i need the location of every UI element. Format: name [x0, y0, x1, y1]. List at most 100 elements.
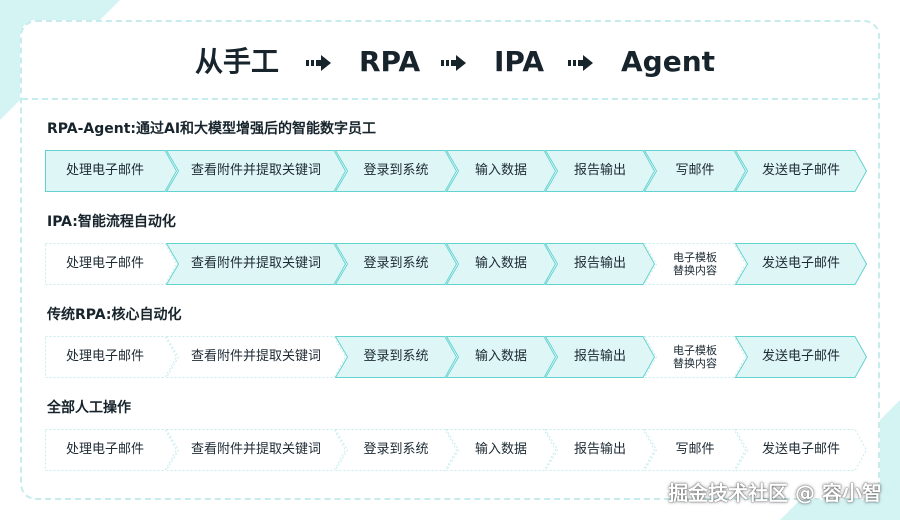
chevron-shape: [643, 243, 747, 285]
flow-step-label: 登录到系统: [363, 442, 429, 457]
chevron-shape: [734, 429, 868, 471]
title-item-manual: 从手工: [195, 45, 280, 78]
flow-step-label: 发送电子邮件: [761, 442, 840, 457]
title-item-ipa: IPA: [494, 45, 545, 78]
flow-step-input-data: 输入数据: [445, 336, 557, 378]
chevron-shape: [165, 243, 347, 285]
chevron-shape: [445, 150, 557, 192]
title-arrow-icon: [441, 54, 467, 72]
flow-step-label: 查看附件并提取关键词: [190, 163, 321, 178]
watermark: 掘金技术社区 @ 容小智: [668, 481, 882, 505]
flow-step-label: 输入数据: [474, 442, 527, 457]
row-label-manual: 全部人工操作: [47, 400, 131, 416]
flow-step-label: 发送电子邮件: [761, 256, 840, 271]
flow-step-view-attachment: 查看附件并提取关键词: [165, 429, 347, 471]
flow-step-label: 发送电子邮件: [761, 349, 840, 364]
flow-step-label: 输入数据: [474, 163, 527, 178]
flow-row-traditional-rpa: 处理电子邮件 查看附件并提取关键词 登录到系统 输入数据 报告输出 电子模板替换内容 发送电…: [45, 336, 868, 378]
chevron-shape: [734, 150, 868, 192]
flow-step-process-email: 处理电子邮件: [45, 336, 178, 378]
flow-step-view-attachment: 查看附件并提取关键词: [165, 150, 347, 192]
chevron-shape: [445, 243, 557, 285]
flow-step-label: 查看附件并提取关键词: [190, 442, 321, 457]
flow-step-label: 报告输出: [573, 349, 626, 364]
flow-step-label: 登录到系统: [363, 256, 429, 271]
flow-step-label: 处理电子邮件: [65, 256, 144, 271]
chevron-shape: [165, 150, 347, 192]
flow-step-report-output: 报告输出: [544, 429, 656, 471]
chevron-shape: [445, 336, 557, 378]
flow-row-rpa-agent: 处理电子邮件 查看附件并提取关键词 登录到系统 输入数据 报告输出 写邮件 发送电子邮件: [45, 150, 868, 192]
flow-step-label: 写邮件: [675, 163, 715, 178]
flow-step-login-system: 登录到系统: [334, 150, 458, 192]
flow-step-label: 处理电子邮件: [65, 163, 144, 178]
flow-step-label: 发送电子邮件: [761, 163, 840, 178]
flow-step-send-email: 发送电子邮件: [734, 429, 868, 471]
chevron-shape: [165, 336, 347, 378]
flow-step-label: 登录到系统: [363, 349, 429, 364]
flow-step-login-system: 登录到系统: [334, 243, 458, 285]
flow-row-ipa: 处理电子邮件 查看附件并提取关键词 登录到系统 输入数据 报告输出 电子模板替换内容 发送电…: [45, 243, 868, 285]
flow-step-write-or-template: 电子模板替换内容: [643, 336, 747, 378]
chevron-shape: [544, 429, 656, 471]
row-label-traditional-rpa: 传统RPA:核心自动化: [47, 307, 182, 323]
chevron-shape: [643, 429, 747, 471]
chevron-shape: [544, 243, 656, 285]
chevron-shape: [45, 336, 178, 378]
chevron-shape: [45, 429, 178, 471]
diagram-card: 从手工 RPA IPA Agent RPA-Agent:通过AI和大模型增强后的…: [20, 20, 880, 500]
flow-step-login-system: 登录到系统: [334, 429, 458, 471]
flow-step-write-or-template: 写邮件: [643, 429, 747, 471]
flow-step-input-data: 输入数据: [445, 150, 557, 192]
flow-step-label: 报告输出: [573, 256, 626, 271]
flow-step-process-email: 处理电子邮件: [45, 243, 178, 285]
chevron-shape: [165, 429, 347, 471]
chevron-shape: [334, 150, 458, 192]
flow-step-write-or-template: 写邮件: [643, 150, 747, 192]
flow-step-input-data: 输入数据: [445, 429, 557, 471]
flow-step-label: 电子模板替换内容: [673, 344, 717, 370]
flow-step-label: 输入数据: [474, 349, 527, 364]
flow-step-label: 处理电子邮件: [65, 442, 144, 457]
flow-step-label: 处理电子邮件: [65, 349, 144, 364]
title-item-agent: Agent: [621, 45, 716, 78]
flow-step-send-email: 发送电子邮件: [734, 336, 868, 378]
flow-step-label: 电子模板替换内容: [673, 251, 717, 277]
flow-step-label: 登录到系统: [363, 163, 429, 178]
flow-step-report-output: 报告输出: [544, 150, 656, 192]
flow-step-label: 报告输出: [573, 442, 626, 457]
chevron-shape: [643, 150, 747, 192]
flow-step-label: 写邮件: [675, 442, 715, 457]
flow-step-report-output: 报告输出: [544, 243, 656, 285]
flow-step-send-email: 发送电子邮件: [734, 150, 868, 192]
chevron-shape: [45, 150, 178, 192]
flow-row-manual: 处理电子邮件 查看附件并提取关键词 登录到系统 输入数据 报告输出 写邮件 发送电子邮件: [45, 429, 868, 471]
flow-step-label: 报告输出: [573, 163, 626, 178]
row-label-rpa-agent: RPA-Agent:通过AI和大模型增强后的智能数字员工: [47, 121, 377, 137]
diagram-header: 从手工 RPA IPA Agent: [22, 22, 878, 100]
title-arrow-icon: [306, 54, 332, 72]
chevron-shape: [734, 336, 868, 378]
chevron-shape: [334, 429, 458, 471]
flow-step-write-or-template: 电子模板替换内容: [643, 243, 747, 285]
row-label-ipa: IPA:智能流程自动化: [47, 214, 176, 230]
chevron-shape: [45, 243, 178, 285]
chevron-shape: [334, 243, 458, 285]
chevron-shape: [544, 150, 656, 192]
flow-step-input-data: 输入数据: [445, 243, 557, 285]
flow-step-label: 输入数据: [474, 256, 527, 271]
flow-step-view-attachment: 查看附件并提取关键词: [165, 336, 347, 378]
flow-step-process-email: 处理电子邮件: [45, 429, 178, 471]
chevron-shape: [334, 336, 458, 378]
chevron-shape: [445, 429, 557, 471]
title-item-rpa: RPA: [359, 45, 421, 78]
flow-step-label: 查看附件并提取关键词: [190, 349, 321, 364]
flow-step-view-attachment: 查看附件并提取关键词: [165, 243, 347, 285]
title-arrow-icon: [568, 54, 594, 72]
flow-step-report-output: 报告输出: [544, 336, 656, 378]
flow-step-send-email: 发送电子邮件: [734, 243, 868, 285]
flow-step-login-system: 登录到系统: [334, 336, 458, 378]
chevron-shape: [544, 336, 656, 378]
flow-step-process-email: 处理电子邮件: [45, 150, 178, 192]
chevron-shape: [643, 336, 747, 378]
